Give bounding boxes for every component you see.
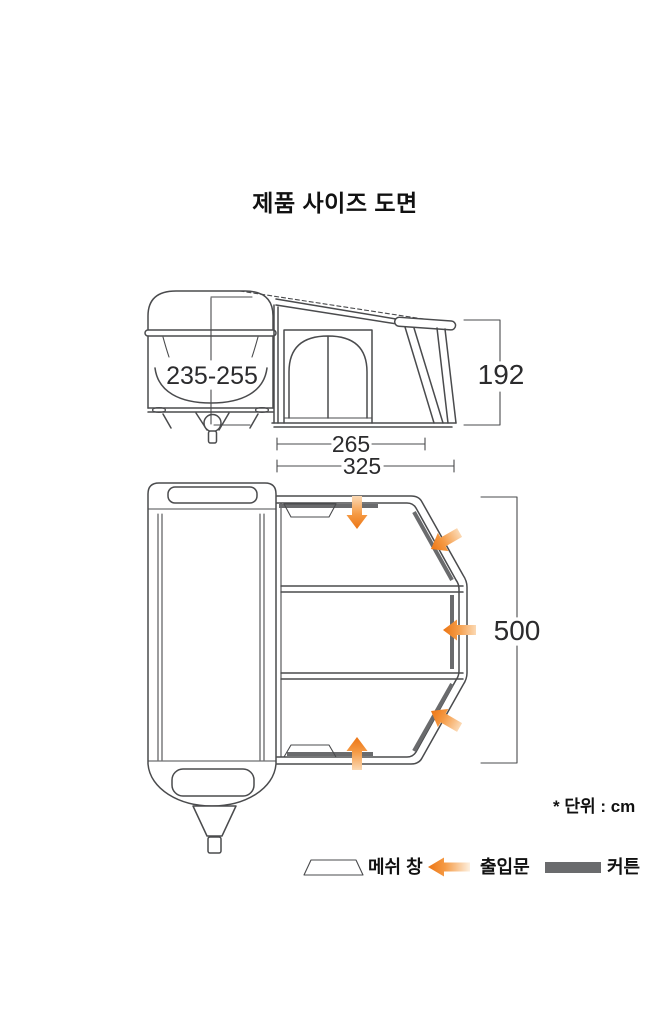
legend-label-mesh-window: 메쉬 창 [368, 857, 423, 877]
door-arrow-top [346, 496, 368, 529]
dim-awning-depth: 265 [276, 431, 426, 457]
caravan-hitch-top [192, 805, 237, 854]
mesh-window-bottom [283, 744, 337, 758]
awning-total-depth-value: 325 [343, 453, 381, 479]
legend-label-door: 출입문 [480, 857, 530, 877]
dim-awning-width: 500 [480, 496, 541, 764]
mesh-window-top [283, 503, 337, 518]
awning-door [283, 329, 373, 424]
legend-label-curtain: 커튼 [607, 857, 641, 877]
curtain-legend-swatch [545, 862, 601, 873]
mesh-legend-swatch [303, 859, 364, 876]
awning-height-value: 192 [478, 359, 525, 390]
caravan-rear-window [167, 486, 258, 504]
top-view-drawing: 500 [147, 482, 541, 854]
curtain-lower-right-wall [412, 683, 454, 752]
door-arrow-legend-swatch [428, 857, 470, 877]
dim-awning-total-depth: 325 [276, 453, 455, 479]
side-view-drawing: 235-255 192 265 325 [144, 290, 525, 479]
awning-width-value: 500 [494, 615, 541, 646]
dim-awning-height: 192 [463, 319, 525, 426]
unit-note: * 단위 : cm [553, 797, 636, 816]
awning-depth-value: 265 [332, 431, 370, 457]
caravan-front-window [171, 768, 255, 797]
awning-top-view [276, 495, 476, 770]
dim-caravan-height: 235-255 [166, 296, 258, 426]
awning-side-view [239, 290, 457, 428]
page-title: 제품 사이즈 도면 [252, 190, 418, 216]
caravan-height-value: 235-255 [166, 362, 258, 390]
caravan-top-view [147, 482, 277, 854]
caravan-hitch [195, 412, 230, 444]
